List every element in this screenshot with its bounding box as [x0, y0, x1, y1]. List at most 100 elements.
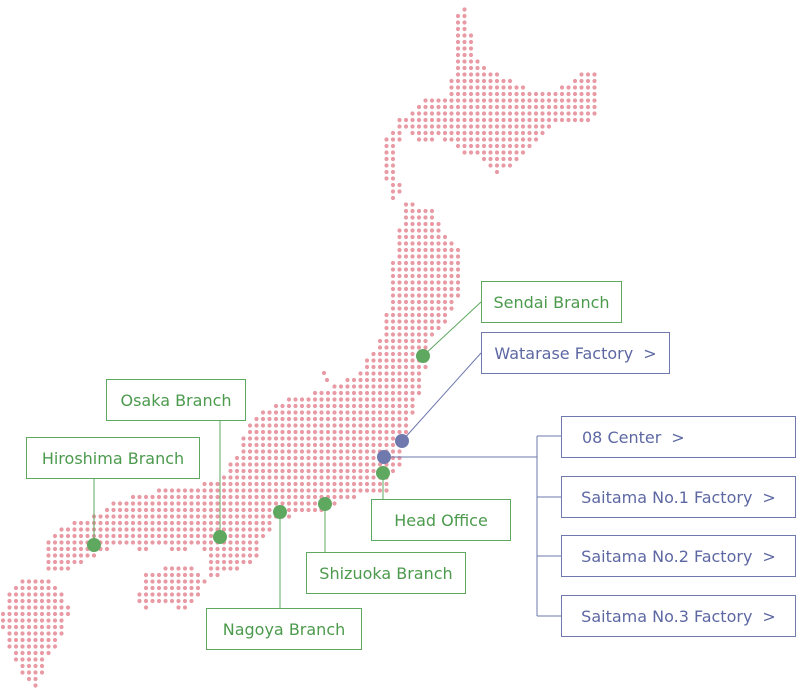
map-dot [436, 325, 441, 331]
marker-head-office[interactable] [376, 466, 390, 480]
map-dot [423, 299, 428, 305]
map-dot [176, 585, 181, 591]
map-dot [462, 91, 467, 97]
map-dot [377, 403, 383, 409]
map-dot [7, 598, 12, 604]
map-dot [202, 488, 207, 493]
map-dot [293, 488, 298, 493]
map-dot [351, 423, 357, 428]
map-dot [592, 98, 597, 103]
map-dot [468, 52, 474, 58]
map-dot [208, 520, 214, 526]
map-dot [319, 429, 324, 435]
map-dot [397, 338, 402, 344]
map-dot [182, 605, 188, 610]
map-dot [390, 195, 396, 201]
map-dot [488, 156, 493, 162]
map-dot [176, 533, 181, 539]
map-dot [371, 403, 376, 409]
map-dot [442, 254, 448, 259]
map-dot [423, 208, 428, 214]
map-dot [98, 527, 103, 532]
map-dot [241, 462, 246, 467]
marker-hiroshima[interactable] [87, 538, 101, 552]
map-dot [52, 618, 58, 623]
map-dot [293, 462, 298, 467]
map-dot [436, 117, 441, 123]
map-dot [585, 85, 591, 90]
label-head-office[interactable]: Head Office [371, 499, 511, 541]
map-dot [267, 436, 272, 441]
map-dot [351, 481, 357, 487]
map-dot [520, 111, 526, 116]
map-dot [234, 527, 240, 532]
map-dot [273, 436, 279, 441]
marker-nagoya[interactable] [273, 505, 287, 519]
map-dot [410, 228, 415, 233]
map-dot [117, 533, 123, 539]
marker-watarase[interactable] [395, 434, 409, 448]
map-dot [306, 462, 311, 467]
map-dot [247, 507, 253, 513]
map-dot [137, 533, 142, 539]
map-dot [455, 260, 461, 266]
map-dot [397, 358, 402, 363]
map-dot [299, 436, 305, 441]
map-dot [429, 306, 435, 311]
marker-sendai[interactable] [416, 349, 430, 363]
map-dot [371, 429, 376, 435]
map-dot [33, 663, 38, 669]
marker-saitama[interactable] [377, 450, 391, 464]
marker-shizuoka[interactable] [318, 497, 332, 511]
map-dot [371, 449, 376, 454]
label-watarase-factory[interactable]: Watarase Factory > [481, 332, 670, 374]
map-dot [429, 286, 435, 292]
map-dot [319, 436, 324, 441]
label-saitama-no3-factory[interactable]: Saitama No.3 Factory > [561, 595, 796, 637]
marker-osaka[interactable] [213, 530, 227, 544]
map-dot [377, 462, 383, 467]
label-08-center[interactable]: 08 Center > [561, 416, 796, 458]
map-dot [332, 501, 337, 506]
map-dot [312, 481, 318, 487]
map-dot [150, 540, 155, 545]
label-shizuoka-branch[interactable]: Shizuoka Branch [306, 552, 466, 594]
map-dot [254, 442, 259, 448]
map-dot [494, 169, 500, 175]
map-dot [293, 455, 298, 461]
map-dot [501, 104, 506, 110]
map-dot [20, 618, 25, 623]
map-dot [325, 416, 331, 422]
map-dot [228, 481, 233, 487]
map-dot [462, 130, 467, 136]
map-dot [416, 325, 422, 331]
map-dot [130, 501, 136, 506]
label-osaka-branch[interactable]: Osaka Branch [106, 379, 246, 421]
map-dot [514, 111, 519, 116]
map-dot [566, 98, 571, 103]
map-dot [26, 670, 32, 675]
map-dot [273, 501, 279, 506]
label-saitama-no2-factory[interactable]: Saitama No.2 Factory > [561, 535, 796, 577]
map-dot [507, 111, 513, 116]
map-dot [423, 319, 428, 324]
map-dot [442, 137, 448, 142]
map-dot [488, 117, 493, 123]
map-dot [293, 423, 298, 428]
map-dot [468, 72, 474, 77]
label-sendai-branch[interactable]: Sendai Branch [481, 281, 622, 323]
map-dot [403, 410, 409, 415]
label-saitama-no1-factory[interactable]: Saitama No.1 Factory > [561, 476, 796, 518]
label-nagoya-branch[interactable]: Nagoya Branch [206, 608, 362, 650]
map-dot [507, 156, 513, 162]
map-dot [481, 150, 487, 155]
map-dot [254, 507, 259, 513]
map-dot [332, 423, 337, 428]
map-dot [182, 572, 188, 578]
head-office-text: Head Office [394, 510, 488, 530]
map-dot [410, 124, 415, 129]
label-hiroshima-branch[interactable]: Hiroshima Branch [26, 437, 200, 479]
map-dot [403, 215, 409, 220]
map-dot [280, 429, 285, 435]
map-dot [312, 403, 318, 409]
